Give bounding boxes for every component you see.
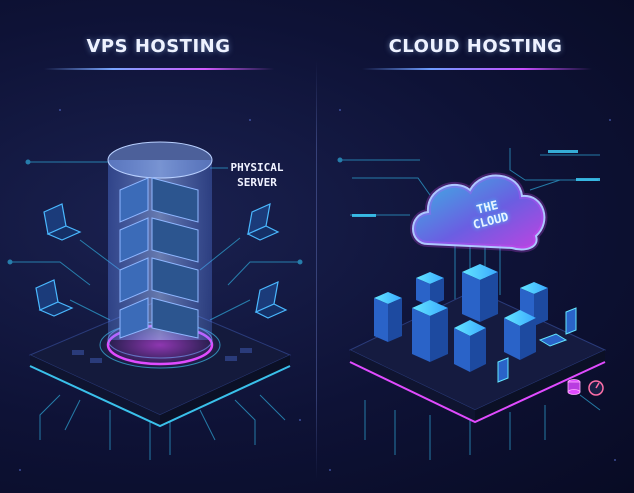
background-particles <box>19 109 616 471</box>
cloud-illustration <box>337 148 607 460</box>
physical-server-label: PHYSICAL SERVER <box>222 160 292 190</box>
cloud-hosting-title: CLOUD HOSTING <box>388 36 563 57</box>
vps-illustration <box>7 141 303 460</box>
server-label-line: SERVER <box>237 176 277 189</box>
vps-circuit-lines <box>7 159 303 460</box>
cloud-circuit-lines <box>337 148 601 460</box>
mobile-device-icon <box>497 307 577 383</box>
cloud-title-underline <box>362 68 592 70</box>
laptop-icon <box>254 280 288 319</box>
gauge-icon <box>588 380 604 396</box>
laptop-icon <box>35 279 74 317</box>
vps-title-underline <box>44 68 274 70</box>
database-icon <box>567 379 581 395</box>
laptop-icon <box>43 203 82 241</box>
server-rack-icon <box>119 177 199 339</box>
cloud-icon <box>410 172 548 253</box>
panel-divider <box>316 60 317 480</box>
vps-hosting-title: VPS HOSTING <box>86 36 231 57</box>
server-rack-icon <box>374 264 548 372</box>
laptop-icon <box>246 202 280 241</box>
physical-label-line: PHYSICAL <box>230 161 284 174</box>
